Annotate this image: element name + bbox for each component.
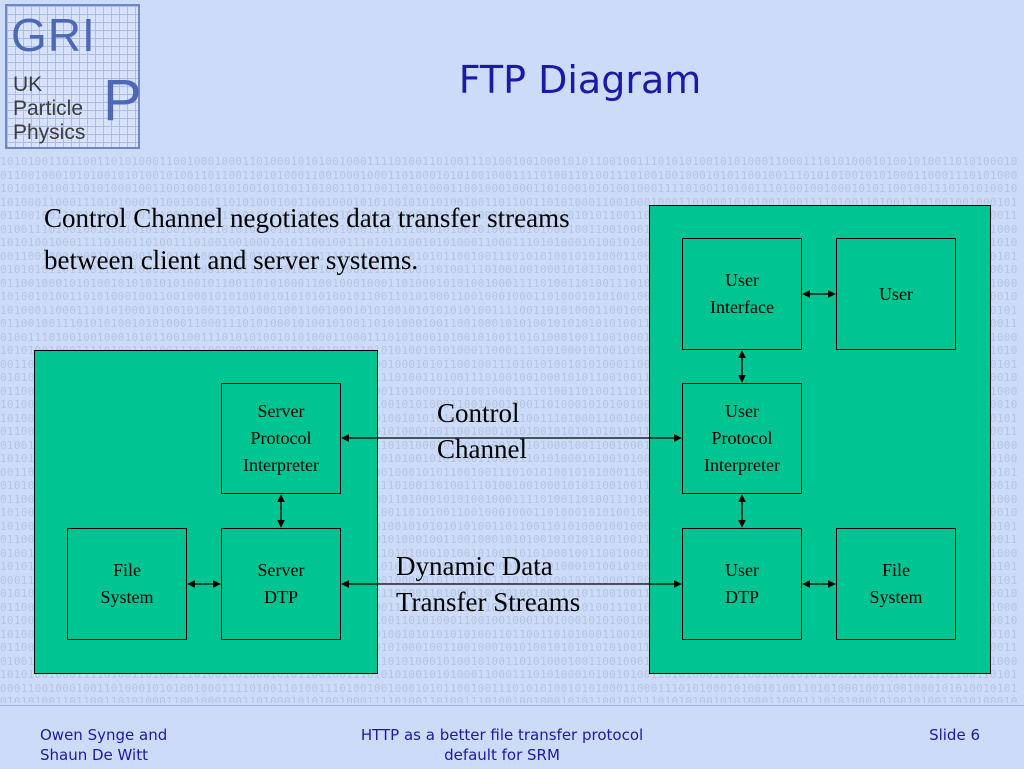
- server-file-system-box: File System: [67, 528, 187, 640]
- client-file-system-box: File System: [836, 528, 956, 640]
- slide-footer: Owen Synge and Shaun De Witt HTTP as a b…: [0, 705, 1024, 769]
- footer-slide-number: Slide 6: [929, 726, 980, 744]
- logo-physics-text: Physics: [13, 121, 86, 144]
- logo-p-text: P: [103, 68, 142, 133]
- gridpp-logo: GRI P UK Particle Physics: [5, 4, 142, 149]
- user-protocol-interpreter-box: User Protocol Interpreter: [682, 383, 802, 494]
- user-dtp-box: User DTP: [682, 528, 802, 640]
- footer-authors: Owen Synge and Shaun De Witt: [40, 726, 168, 764]
- server-protocol-interpreter-box: Server Protocol Interpreter: [221, 383, 341, 494]
- footer-talk-title: HTTP as a better file transfer protocol …: [360, 726, 644, 764]
- user-box: User: [836, 238, 956, 350]
- logo-uk-text: UK: [13, 73, 43, 96]
- server-dtp-box: Server DTP: [221, 528, 341, 640]
- logo-grip-text: GRI: [11, 9, 96, 61]
- intro-text: Control Channel negotiates data transfer…: [44, 203, 570, 275]
- logo-particle-text: Particle: [13, 97, 84, 120]
- user-interface-box: User Interface: [682, 238, 802, 350]
- slide-title: FTP Diagram: [458, 58, 702, 102]
- data-streams-label: Dynamic Data Transfer Streams: [396, 551, 581, 617]
